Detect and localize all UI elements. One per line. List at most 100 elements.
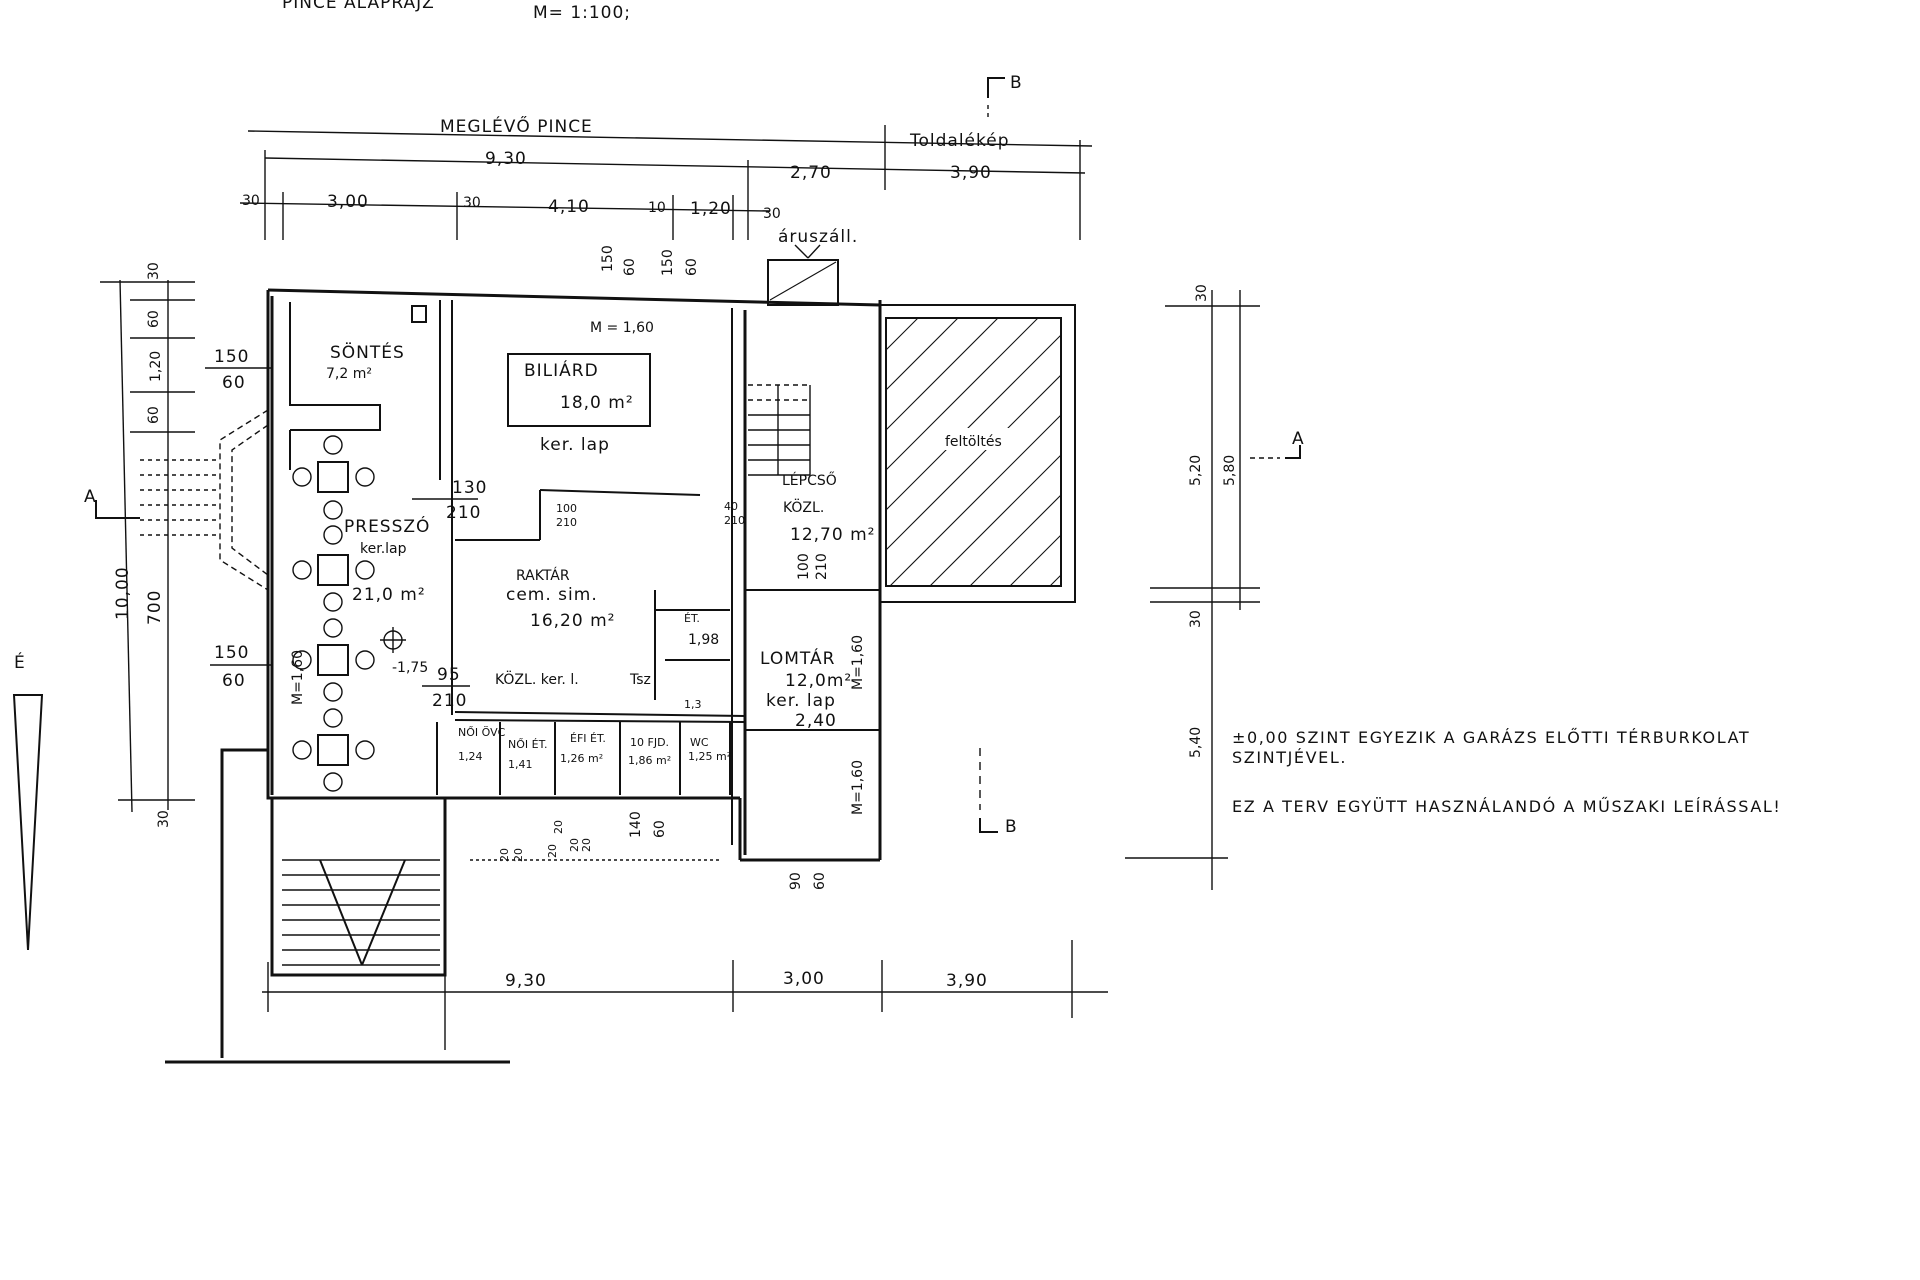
dim-seg-6: 1,20 — [690, 199, 732, 219]
opening-12-b: 20 — [580, 838, 593, 852]
room-lomtar-area: 12,0m² — [785, 671, 852, 691]
dim-total-c: 3,90 — [950, 163, 992, 183]
dim-bottom-b: 3,00 — [783, 969, 825, 989]
drawing-title: PINCE ALAPRAJZ — [282, 0, 435, 13]
section-mark-a-left: A — [84, 487, 140, 519]
opening-1-height: 60 — [222, 373, 246, 393]
et1-name: ÉT. — [684, 612, 700, 625]
room-lomtar-name: LOMTÁR — [760, 647, 835, 669]
wc-4-area: 1,86 m² — [628, 754, 671, 767]
dim-seg-5: 10 — [648, 200, 666, 216]
opening-7-width: 95 — [437, 665, 461, 685]
et1-area: 1,98 — [688, 632, 719, 648]
svg-text:A: A — [84, 487, 97, 507]
note-line-1: ±0,00 SZINT EGYEZIK A GARÁZS ELŐTTI TÉRB… — [1232, 727, 1750, 747]
fill-label: feltöltés — [945, 434, 1002, 450]
opening-10-b: 20 — [512, 848, 525, 862]
building-walls — [165, 259, 1076, 1064]
opening-10-a: 20 — [498, 848, 511, 862]
room-biliard-name: BILIÁRD — [524, 359, 599, 381]
room-sontes-name: SÖNTÉS — [330, 341, 405, 363]
dim-seg-7: 30 — [763, 206, 781, 222]
opening-4-width: 40 — [724, 500, 738, 513]
room-lepcso-sub: KÖZL. — [783, 498, 824, 516]
dim-seg-2: 3,00 — [327, 192, 369, 212]
opening-6-width: 150 — [214, 643, 249, 663]
window-a-width: 150 — [600, 245, 616, 272]
opening-8-width: 140 — [628, 811, 644, 838]
wc-5-area: 1,25 m² — [688, 750, 731, 763]
et2-area: 1,3 — [684, 698, 702, 711]
right-dimensions — [1125, 290, 1260, 890]
dim-left-bottom: 30 — [156, 810, 172, 828]
dim-right-30b: 30 — [1188, 610, 1204, 628]
annex-label: Toldalékép — [909, 131, 1010, 151]
room-raktar-area: 16,20 m² — [530, 611, 615, 631]
window-m-left: M=1,60 — [290, 650, 306, 705]
dim-right-520: 5,20 — [1188, 455, 1204, 486]
side-stairs — [140, 409, 269, 591]
opening-11-b: 20 — [568, 838, 581, 852]
cafe-tables — [292, 435, 406, 792]
room-presszo-name: PRESSZÓ — [344, 515, 430, 537]
window-b-width: 150 — [660, 249, 676, 276]
dim-left-60: 60 — [146, 310, 162, 328]
wc-4-name: 10 FJD. — [630, 736, 669, 749]
wc-3-name: ÉFI ÉT. — [570, 732, 606, 745]
window-a-height: 60 — [622, 258, 638, 276]
opening-3-width: 100 — [556, 502, 577, 515]
room-lomtar-floor: ker. lap — [766, 691, 836, 711]
dim-bottom-c: 3,90 — [946, 971, 988, 991]
room-biliard-floor: ker. lap — [540, 435, 610, 455]
section-mark-b-top: B — [987, 73, 1023, 118]
window-m-right-b: M=1,60 — [850, 760, 866, 815]
interior-stairs — [748, 384, 811, 476]
opening-1-width: 150 — [214, 347, 249, 367]
dim-left-700: 700 — [145, 590, 165, 625]
left-dimensions — [100, 279, 195, 813]
opening-3-height: 210 — [556, 516, 577, 529]
delivery-label: áruszáll. — [778, 227, 858, 247]
dim-bottom-a: 9,30 — [505, 971, 547, 991]
top-dimensions: MEGLÉVŐ PINCE Toldalékép 9,30 2,70 3,90 … — [239, 115, 1093, 259]
entrance-stairs — [282, 859, 440, 966]
opening-9-width: 90 — [788, 872, 804, 890]
corridor-label: KÖZL. ker. l. — [495, 670, 579, 688]
dim-total-a: 9,30 — [485, 149, 527, 169]
dim-left-120: 1,20 — [148, 351, 164, 382]
room-sontes-area: 7,2 m² — [326, 366, 372, 382]
opening-5-height: 210 — [814, 553, 830, 580]
opening-11-a: 20 — [552, 820, 565, 834]
floor-level: -1,75 — [392, 660, 428, 676]
opening-5-width: 100 — [796, 553, 812, 580]
wc-1-area: 1,24 — [458, 750, 483, 763]
bottom-dimensions — [262, 940, 1108, 1018]
wc-5-name: WC — [690, 736, 709, 749]
dim-right-540: 5,40 — [1188, 727, 1204, 758]
opening-8-height: 60 — [652, 820, 668, 838]
opening-9-height: 60 — [812, 872, 828, 890]
north-arrow: É — [12, 651, 44, 951]
dim-seg-4: 4,10 — [548, 197, 590, 217]
drawing-scale: M= 1:100; — [533, 3, 631, 23]
opening-12-a: 20 — [546, 844, 559, 858]
note-line-2: SZINTJÉVEL. — [1232, 748, 1347, 767]
opening-4-height: 210 — [724, 514, 745, 527]
existing-cellar-label: MEGLÉVŐ PINCE — [440, 115, 593, 137]
room-lepcso-area: 12,70 m² — [790, 525, 875, 545]
window-m-label: M = 1,60 — [590, 320, 654, 336]
north-label: É — [14, 651, 26, 673]
room-biliard-area: 18,0 m² — [560, 393, 634, 413]
opening-7-height: 210 — [432, 691, 467, 711]
billiard-table — [507, 353, 651, 427]
fill-hatching — [769, 261, 1062, 587]
window-m-right-a: M=1,60 — [850, 635, 866, 690]
section-mark-b-bottom: B — [979, 748, 1017, 837]
wc-2-name: NŐI ÉT. — [508, 737, 548, 751]
svg-text:B: B — [1010, 73, 1023, 93]
opening-6-height: 60 — [222, 671, 246, 691]
window-b-height: 60 — [684, 258, 700, 276]
opening-2-height: 210 — [446, 503, 481, 523]
note-line-3: EZ A TERV EGYÜTT HASZNÁLANDÓ A MŰSZAKI L… — [1232, 796, 1781, 816]
